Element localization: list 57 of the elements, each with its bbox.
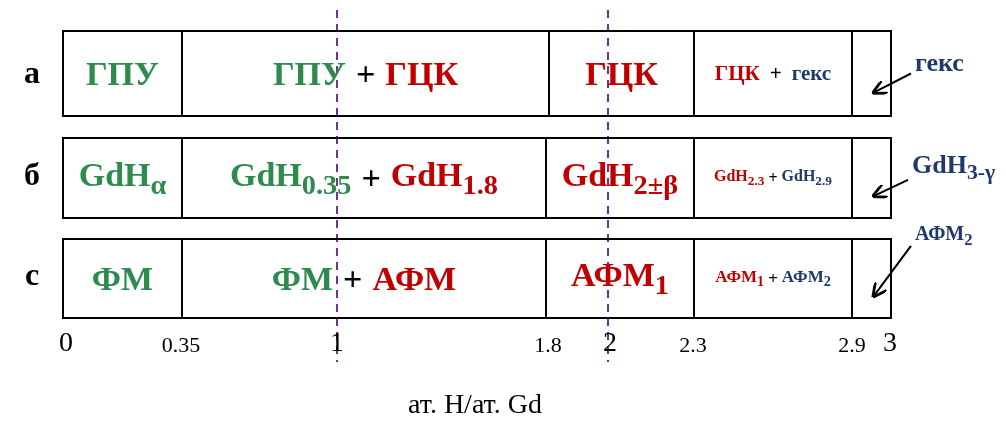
phase-label: GdH$_{3-γ}$: [912, 150, 996, 186]
phase-cell: [181, 30, 550, 117]
phase-cell: [548, 30, 695, 117]
phase-label: АФМ: [372, 259, 457, 298]
phase-label: гекс: [915, 48, 964, 78]
arrow: [870, 178, 909, 199]
phase-label: ГПУ: [86, 54, 159, 93]
plus-sign: +: [768, 268, 778, 289]
phase-label: ГПУ: [272, 54, 346, 93]
phase-cell: [62, 30, 183, 117]
phase-label: GdH$_{2.9}$: [781, 166, 833, 190]
phase-label: гекс: [791, 61, 832, 86]
phase-label: ФМ: [91, 259, 154, 298]
row-letter: с: [24, 256, 40, 293]
phase-cell: [693, 238, 853, 319]
phase-label: GdH$_{2.3}$: [713, 166, 765, 190]
plus-sign: +: [768, 169, 778, 187]
arrow: [870, 72, 912, 95]
phase-label: АФМ$_{2}$: [781, 266, 831, 291]
phase-cell: [62, 137, 183, 219]
phase-label: GdH$_{1.8}$: [390, 155, 498, 201]
phase-cell: [181, 137, 547, 219]
empty-phase-cell: [851, 137, 892, 219]
phase-cell: [693, 30, 853, 117]
axis-tick-label: 2.3: [679, 332, 707, 358]
plus-sign: +: [769, 61, 782, 86]
phase-label: ГЦК: [585, 54, 658, 93]
phase-cell: [181, 238, 547, 319]
axis-tick-label: 2.9: [838, 332, 866, 358]
phase-label: GdH$_{2±β}$: [561, 155, 679, 201]
phase-label: ГЦК: [385, 54, 459, 93]
phase-label: ГЦК: [714, 61, 760, 86]
plus-sign: +: [355, 54, 376, 93]
plus-sign: +: [343, 259, 363, 298]
phase-label: GdH$_{0.35}$: [230, 155, 352, 201]
axis-tick-label: 0: [59, 326, 73, 358]
arrow: [871, 244, 912, 299]
plus-sign: +: [361, 159, 381, 197]
phase-label: АФМ$_{2}$: [915, 222, 973, 250]
axis-tick-label: 1.8: [534, 332, 562, 358]
phase-cell: [693, 137, 853, 219]
phase-cell: [545, 137, 695, 219]
phase-label: GdH$_{α}$: [78, 155, 167, 201]
row-letter: а: [24, 54, 40, 91]
axis-tick-label: 1: [330, 326, 344, 358]
phase-cell: [62, 238, 183, 319]
axis-tick-label: 2: [603, 326, 617, 358]
empty-phase-cell: [851, 238, 892, 319]
phase-label: ФМ: [271, 259, 334, 298]
axis-tick-label: 3: [883, 326, 897, 358]
phase-label: АФМ$_{1}$: [715, 266, 765, 291]
row-letter: б: [24, 156, 40, 193]
phase-cell: [545, 238, 695, 319]
phase-label: АФМ$_{1}$: [571, 256, 669, 301]
axis-tick-label: 0.35: [161, 332, 201, 358]
axis-title: ат. H/ат. Gd: [408, 388, 542, 420]
empty-phase-cell: [851, 30, 892, 117]
